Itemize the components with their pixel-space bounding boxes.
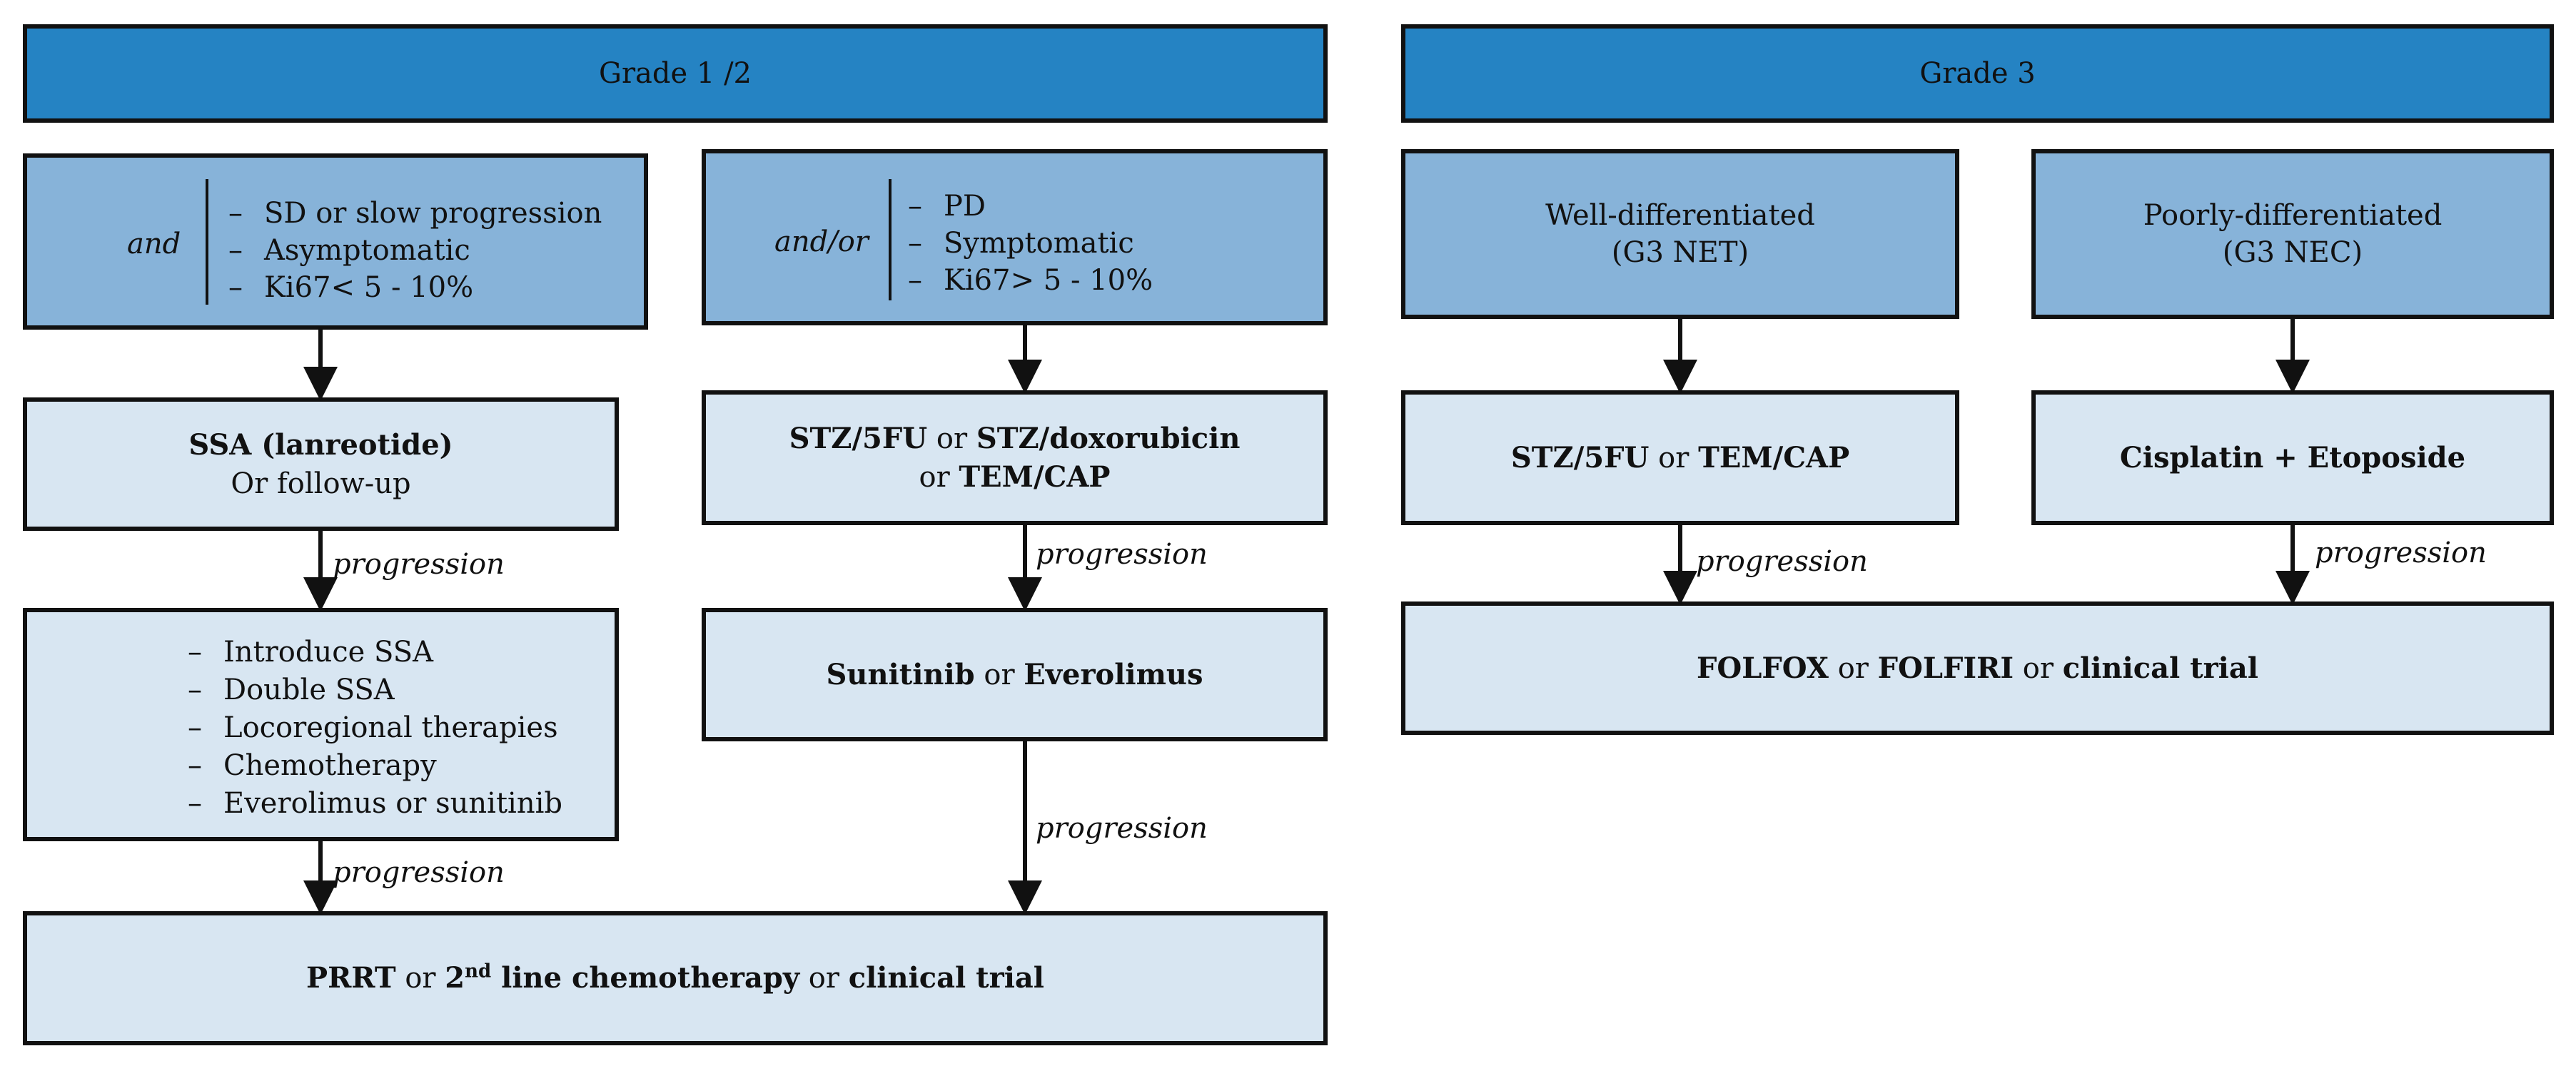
criteria-left-list: –SD or slow progression –Asymptomatic –K… xyxy=(228,195,602,306)
bracket-line xyxy=(206,179,208,305)
bracket-line xyxy=(889,179,892,300)
prrt-box: PRRT or 2nd line chemotherapy or clinica… xyxy=(23,911,1328,1045)
folfox-text: FOLFOX xyxy=(1697,651,1829,685)
list-item: –Locoregional therapies xyxy=(188,711,558,744)
ssa-box: SSA (lanreotide) Or follow-up xyxy=(23,397,619,531)
or-text: or xyxy=(808,962,839,995)
everolimus-text: Everolimus xyxy=(1024,657,1203,691)
options-list: –Introduce SSA –Double SSA –Locoregional… xyxy=(188,634,562,823)
stz-5fu-text: STZ/5FU xyxy=(789,421,928,455)
cisplatin-etoposide-text: Cisplatin + Etoposide xyxy=(2119,440,2466,474)
ssa-lanreotide-text: SSA (lanreotide) xyxy=(188,427,453,462)
list-item: –Ki67< 5 - 10% xyxy=(228,271,474,304)
progression-label: progression xyxy=(1036,812,1208,845)
criteria-left-box: and –SD or slow progression –Asymptomati… xyxy=(23,153,648,330)
criteria-right-box: and/or –PD –Symptomatic –Ki67> 5 - 10% xyxy=(702,149,1328,325)
or-text: or xyxy=(2022,651,2054,685)
well-differentiated-line1: Well-differentiated xyxy=(1545,199,1815,232)
criteria-right-list: –PD –Symptomatic –Ki67> 5 - 10% xyxy=(908,188,1153,299)
connector-and: and xyxy=(127,228,181,260)
well-differentiated-line2: (G3 NET) xyxy=(1611,236,1749,269)
progression-label: progression xyxy=(333,856,505,889)
grade-1-2-label: Grade 1 /2 xyxy=(598,57,752,90)
g3-stz-box: STZ/5FU or TEM/CAP xyxy=(1401,390,1959,525)
list-item: –Chemotherapy xyxy=(188,749,437,782)
list-item: –Double SSA xyxy=(188,674,395,706)
cisplatin-box: Cisplatin + Etoposide xyxy=(2031,390,2554,525)
tem-cap-text: TEM/CAP xyxy=(1698,440,1850,474)
tem-cap-text: TEM/CAP xyxy=(959,460,1111,494)
progression-label: progression xyxy=(333,548,505,581)
well-differentiated-box: Well-differentiated (G3 NET) xyxy=(1401,149,1959,319)
prrt-text: PRRT xyxy=(305,961,396,995)
clinical-trial-text: clinical trial xyxy=(2062,651,2258,685)
list-item: –SD or slow progression xyxy=(228,197,602,230)
second-line-text: 2nd line chemotherapy xyxy=(445,960,800,995)
or-text: or xyxy=(936,422,968,455)
folfiri-text: FOLFIRI xyxy=(1877,651,2014,685)
or-text: or xyxy=(1837,651,1869,685)
options-box: –Introduce SSA –Double SSA –Locoregional… xyxy=(23,608,619,841)
or-follow-up-text: Or follow-up xyxy=(231,467,411,500)
folfox-box: FOLFOX or FOLFIRI or clinical trial xyxy=(1401,601,2554,735)
or-text: or xyxy=(984,658,1015,691)
list-item: –Symptomatic xyxy=(908,227,1134,260)
stz-5fu-text: STZ/5FU xyxy=(1510,440,1650,474)
list-item: –Asymptomatic xyxy=(228,234,470,267)
sunitinib-text: Sunitinib xyxy=(826,657,975,691)
progression-label: progression xyxy=(2315,537,2487,569)
list-item: –Introduce SSA xyxy=(188,636,433,669)
list-item: –PD xyxy=(908,190,986,223)
connector-and-or: and/or xyxy=(774,225,869,258)
list-item: –Everolimus or sunitinib xyxy=(188,787,562,820)
grade-3-label: Grade 3 xyxy=(1919,57,2036,90)
or-text: or xyxy=(405,962,436,995)
or-text: or xyxy=(919,460,950,494)
grade-3-header: Grade 3 xyxy=(1401,24,2554,123)
grade-1-2-header: Grade 1 /2 xyxy=(23,24,1328,123)
poorly-differentiated-line2: (G3 NEC) xyxy=(2222,236,2363,269)
list-item: –Ki67> 5 - 10% xyxy=(908,264,1153,297)
poorly-differentiated-line1: Poorly-differentiated xyxy=(2143,199,2443,232)
poorly-differentiated-box: Poorly-differentiated (G3 NEC) xyxy=(2031,149,2554,319)
clinical-trial-text: clinical trial xyxy=(848,961,1044,995)
progression-label: progression xyxy=(1696,545,1868,578)
progression-label: progression xyxy=(1036,538,1208,571)
stz-doxorubicin-text: STZ/doxorubicin xyxy=(976,421,1241,455)
or-text: or xyxy=(1658,441,1689,474)
